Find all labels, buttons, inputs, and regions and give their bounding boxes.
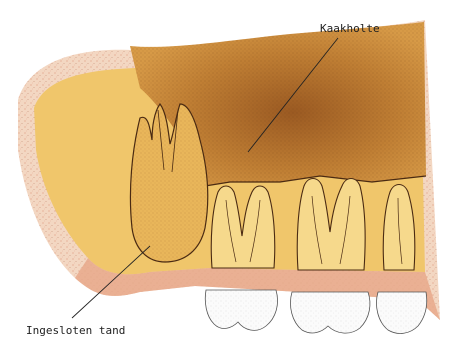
tooth-2-crown — [290, 292, 369, 333]
tooth-3-root — [383, 185, 415, 271]
tooth-3-crown — [376, 292, 426, 333]
label-kaakholte: Kaakholte — [320, 22, 380, 35]
tooth-1-crown — [205, 290, 277, 330]
label-ingesloten-tand: Ingesloten tand — [26, 324, 125, 337]
